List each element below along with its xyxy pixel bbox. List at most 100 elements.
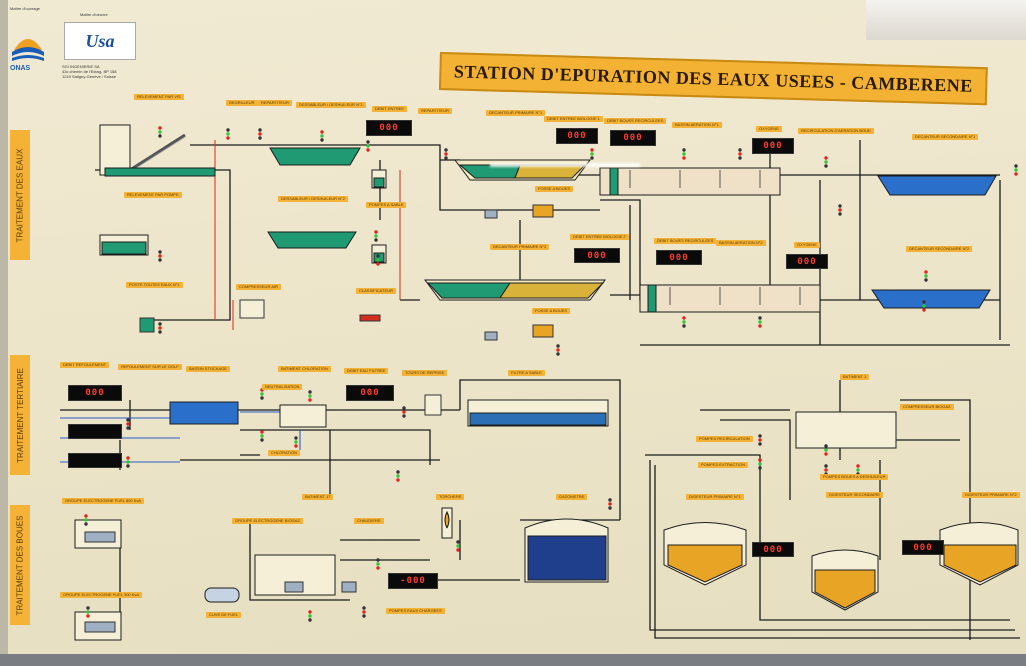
- label-debit-recircule1: DEBIT BOUES RECIRCULEES: [604, 118, 667, 124]
- status-led: [444, 148, 448, 152]
- display-oxygene1: 000: [752, 138, 794, 154]
- label-bassin-aeration2: BASSIN AERATION N°2: [716, 240, 766, 246]
- status-led: [362, 610, 366, 614]
- status-led: [308, 394, 312, 398]
- label-refoulement-golf: REFOULEMENT SUR LE GOLF: [118, 364, 182, 370]
- status-led: [856, 468, 860, 472]
- label-fosse-boues1: FOSSE A BOUES: [535, 186, 574, 192]
- status-led: [556, 344, 560, 348]
- status-led: [260, 430, 264, 434]
- status-led: [260, 392, 264, 396]
- status-led: [758, 320, 762, 324]
- display-debit-entree: 000: [366, 120, 412, 136]
- section-traitement-eaux: TRAITEMENT DES EAUX: [10, 130, 30, 260]
- display-debit-bio1: 000: [556, 128, 598, 144]
- status-led: [922, 300, 926, 304]
- status-led: [682, 316, 686, 320]
- status-led: [738, 152, 742, 156]
- status-led: [374, 238, 378, 242]
- label-digesteur2: DIGESTEUR PRIMAIRE N°2: [962, 492, 1020, 498]
- contractor-address: SGI INGENIERIE SA 43c chemin de l'Etang,…: [62, 64, 117, 79]
- status-led: [402, 406, 406, 410]
- synoptic-board: [8, 0, 1026, 658]
- label-compresseur-air: COMPRESSEUR AIR: [236, 284, 281, 290]
- status-led: [758, 316, 762, 320]
- status-led: [376, 262, 380, 266]
- label-cuve-fuel: CUVE DE FUEL: [206, 612, 242, 618]
- status-led: [758, 442, 762, 446]
- label-debit-filtre: DEBIT EAU FILTREE: [344, 368, 389, 374]
- label-repartiteur1: REPARTITEUR: [258, 100, 292, 106]
- label-bassin-stockage: BASSIN STOCKAGE: [186, 366, 230, 372]
- label-neutralisation: NEUTRALISATION: [262, 384, 303, 390]
- usa-caption: Maître d'oeuvre: [80, 12, 108, 17]
- label-batiment-1: BATIMENT 1: [840, 374, 870, 380]
- label-debit-bio2: DEBIT ENTREE BIOLOGIE 2: [570, 234, 629, 240]
- wall-corner: [866, 0, 1026, 40]
- status-led: [456, 540, 460, 544]
- label-debit-refoulement: DEBIT REFOULEMENT: [60, 362, 110, 368]
- status-led: [84, 518, 88, 522]
- display-debit-recircule2: 000: [656, 250, 702, 265]
- status-led: [308, 614, 312, 618]
- label-debit-recircule2: DEBIT BOUES RECIRCULEES: [654, 238, 717, 244]
- status-led: [158, 258, 162, 262]
- status-led: [608, 498, 612, 502]
- status-led: [320, 138, 324, 142]
- status-led: [682, 152, 686, 156]
- display-oxygene2: 000: [786, 254, 828, 269]
- status-led: [590, 148, 594, 152]
- status-led: [294, 440, 298, 444]
- status-led: [260, 434, 264, 438]
- status-led: [258, 136, 262, 140]
- label-pompes-sable: POMPES A SABLE: [366, 202, 407, 208]
- label-compresseur-biogaz: COMPRESSEUR BIOGAZ: [900, 404, 954, 410]
- status-led: [158, 130, 162, 134]
- label-chloration: CHLORATION: [268, 450, 300, 456]
- status-led: [158, 330, 162, 334]
- status-led: [608, 502, 612, 506]
- label-tours-reprise: TOURS DE REPRISE: [402, 370, 448, 376]
- status-led: [758, 438, 762, 442]
- label-groupe-fuel300: GROUPE ELECTROGENE FUEL 300 KvA: [60, 592, 143, 598]
- status-leds: [84, 126, 1018, 622]
- display-debit-recircule1: 000: [610, 130, 656, 146]
- status-led: [824, 468, 828, 472]
- status-led: [320, 130, 324, 134]
- status-led: [366, 140, 370, 144]
- label-oxygene1: OXYGENE: [756, 126, 782, 132]
- status-led: [924, 278, 928, 282]
- status-led: [308, 618, 312, 622]
- status-led: [366, 144, 370, 148]
- status-led: [456, 548, 460, 552]
- status-led: [758, 324, 762, 328]
- status-led: [366, 148, 370, 152]
- status-led: [396, 474, 400, 478]
- label-repartiteur2: REPARTITEUR: [418, 108, 452, 114]
- label-pompes-boues: POMPES BOUES A DESHUILEUR: [820, 474, 889, 480]
- status-led: [590, 156, 594, 160]
- status-led: [824, 448, 828, 452]
- label-debit-bio1: DEBIT ENTREE BIOLOGIE 1: [544, 116, 603, 122]
- label-oxygene2: OXYGENE: [794, 242, 820, 248]
- status-led: [158, 250, 162, 254]
- status-led: [260, 396, 264, 400]
- status-led: [158, 326, 162, 330]
- onas-caption: Maître d'ouvrage: [10, 6, 40, 11]
- status-led: [376, 558, 380, 562]
- status-led: [86, 606, 90, 610]
- status-led: [258, 128, 262, 132]
- status-led: [682, 148, 686, 152]
- status-led: [1014, 172, 1018, 176]
- label-fosse-boues2: FOSSE A BOUES: [532, 308, 571, 314]
- status-led: [84, 514, 88, 518]
- label-degrilleur: DEGRILLEUR: [226, 100, 258, 106]
- status-led: [374, 230, 378, 234]
- label-dessableur2: DESSABLEUR / DESHUILEUR N°2: [278, 196, 348, 202]
- status-led: [838, 212, 842, 216]
- status-led: [556, 352, 560, 356]
- status-led: [308, 390, 312, 394]
- status-led: [294, 436, 298, 440]
- status-led: [402, 410, 406, 414]
- label-torchere: TORCHERE: [436, 494, 465, 500]
